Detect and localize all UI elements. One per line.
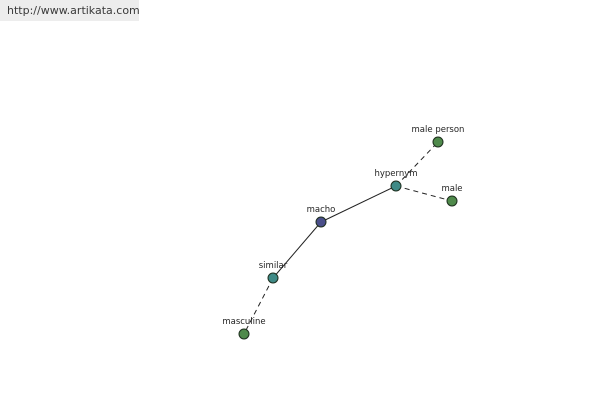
node-male[interactable]: male [441, 184, 463, 207]
nodes-layer: macho hypernym similar male person male mascu… [222, 125, 465, 340]
node-circle[interactable] [315, 216, 327, 228]
node-masculine[interactable]: masculine [222, 317, 266, 340]
node-circle[interactable] [267, 272, 279, 284]
node-male-person[interactable]: male person [412, 125, 465, 148]
node-label: masculine [222, 317, 265, 327]
node-label: hypernym [374, 169, 417, 179]
node-hypernym[interactable]: hypernym [374, 169, 418, 192]
edge-macho-similar [272, 221, 322, 279]
edge-hypernym-male_person [395, 141, 439, 187]
node-label: male person [412, 125, 465, 135]
node-circle[interactable] [390, 180, 402, 192]
edges-layer [243, 141, 453, 335]
node-label: similar [259, 261, 288, 271]
edge-hypernym-male [395, 185, 453, 202]
edge-macho-hypernym [320, 185, 397, 223]
edge-similar-masculine [243, 277, 274, 335]
node-label: macho [307, 205, 336, 215]
node-label: male [441, 184, 462, 194]
url-bar: http://www.artikata.com [0, 0, 140, 21]
node-circle[interactable] [432, 136, 444, 148]
url-link[interactable]: http://www.artikata.com [7, 4, 140, 17]
node-macho[interactable]: macho [307, 205, 336, 228]
node-similar[interactable]: similar [259, 261, 288, 284]
node-circle[interactable] [238, 328, 250, 340]
node-circle[interactable] [446, 195, 458, 207]
